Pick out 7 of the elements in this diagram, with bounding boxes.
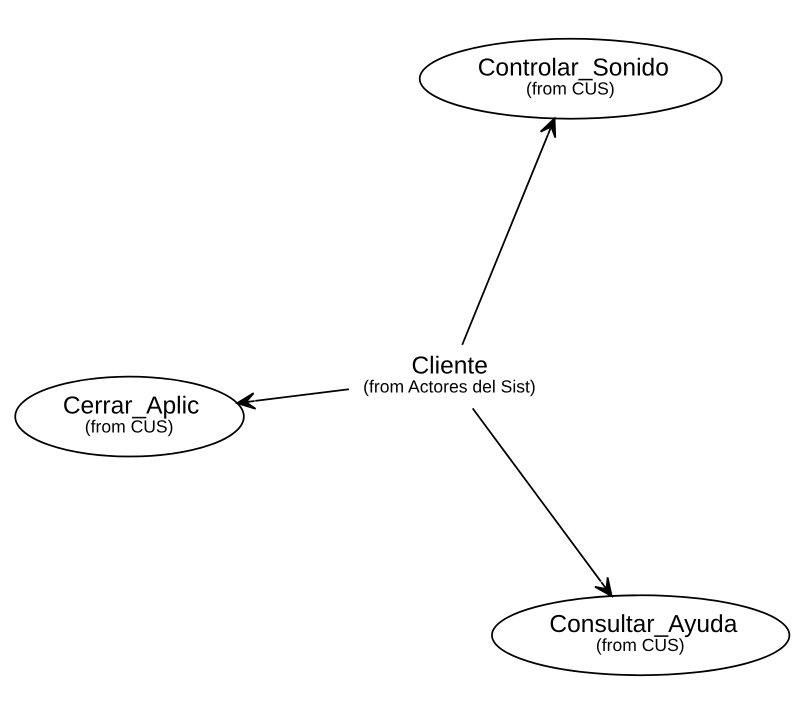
arrow <box>236 388 350 410</box>
node-ellipse: Consultar_Ayuda (from CUS) <box>491 594 790 676</box>
node-text: Cliente (from Actores del Sist) <box>363 352 536 397</box>
node-ellipse: Controlar_Sonido (from CUS) <box>418 38 723 120</box>
node-ellipse: Cerrar_Aplic (from CUS) <box>14 376 245 458</box>
arrow <box>472 408 613 597</box>
arrow <box>461 118 556 346</box>
